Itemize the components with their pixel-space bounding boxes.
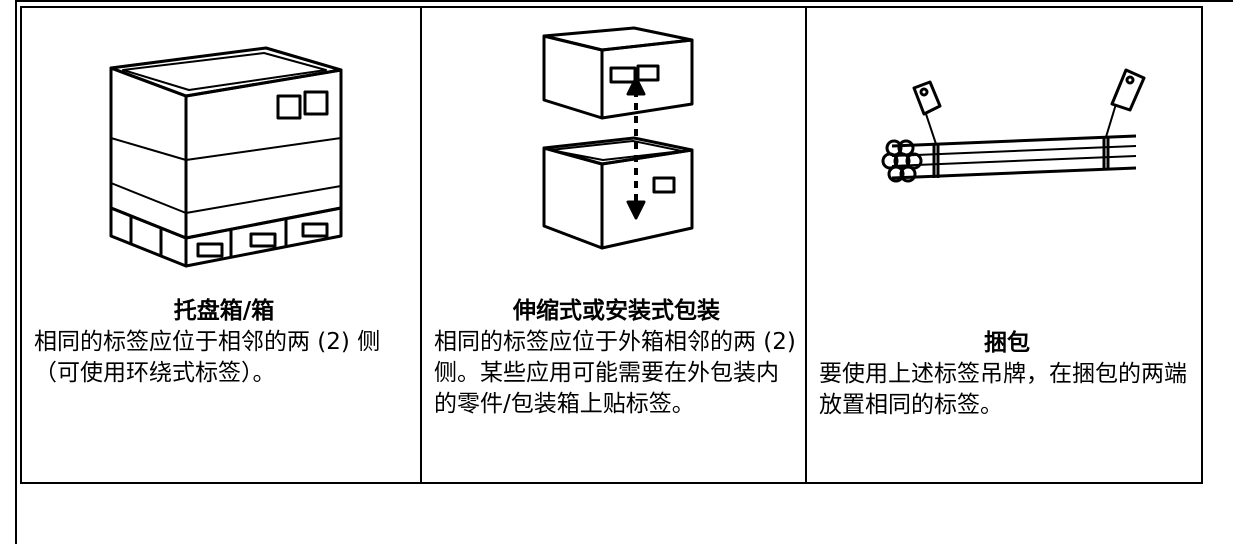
cell-pallet-box: 托盘箱/箱 相同的标签应位于相邻的两 (2) 侧（可使用环绕式标签）。 (20, 6, 422, 484)
bundle-icon (881, 68, 1146, 183)
pallet-box-description: 相同的标签应位于相邻的两 (2) 侧（可使用环绕式标签）。 (34, 329, 381, 386)
packaging-table: 托盘箱/箱 相同的标签应位于相邻的两 (2) 侧（可使用环绕式标签）。 (20, 6, 1203, 484)
pallet-box-title: 托盘箱/箱 (173, 298, 275, 324)
bundle-title: 捆包 (984, 330, 1030, 356)
cell-telescoping-box: 伸缩式或安装式包装 相同的标签应位于外箱相邻的两 (2) 侧。某些应用可能需要在… (420, 6, 807, 484)
bundle-text-block: 捆包 要使用上述标签吊牌，在捆包的两端放置相同的标签。 (819, 328, 1195, 421)
table-row: 托盘箱/箱 相同的标签应位于相邻的两 (2) 侧（可使用环绕式标签）。 (20, 6, 1203, 484)
page-frame (15, 0, 1233, 544)
telescoping-box-text-block: 伸缩式或安装式包装 相同的标签应位于外箱相邻的两 (2) 侧。某些应用可能需要在… (434, 296, 799, 420)
telescoping-box-illustration (422, 8, 805, 288)
telescoping-box-icon (542, 26, 693, 250)
bundle-illustration (807, 8, 1201, 288)
bundle-description: 要使用上述标签吊牌，在捆包的两端放置相同的标签。 (819, 361, 1187, 418)
pallet-box-text-block: 托盘箱/箱 相同的标签应位于相邻的两 (2) 侧（可使用环绕式标签）。 (34, 296, 414, 389)
telescoping-box-description: 相同的标签应位于外箱相邻的两 (2) 侧。某些应用可能需要在外包装内的零件/包装… (434, 329, 796, 417)
cell-bundle: 捆包 要使用上述标签吊牌，在捆包的两端放置相同的标签。 (805, 6, 1203, 484)
telescoping-box-title: 伸缩式或安装式包装 (513, 298, 720, 324)
pallet-box-icon (109, 46, 343, 268)
pallet-box-illustration (22, 8, 420, 288)
